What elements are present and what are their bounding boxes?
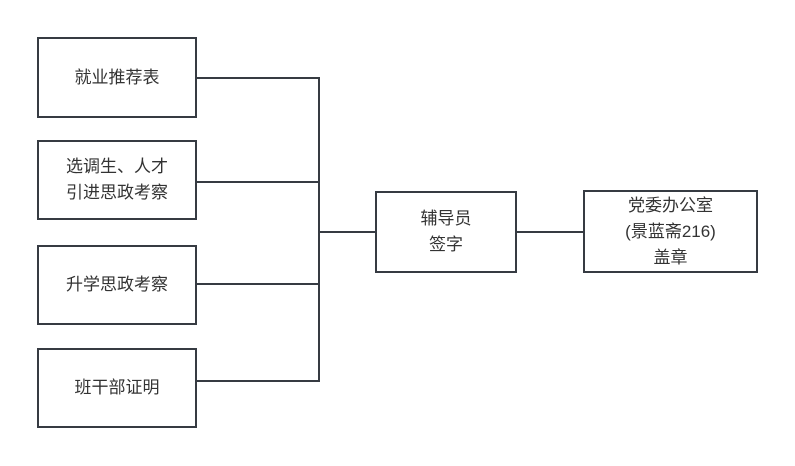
connector-branch-further-study <box>197 283 320 285</box>
connector-trunk-vertical <box>318 77 320 382</box>
flow-node-further-study-review: 升学思政考察 <box>37 245 197 325</box>
node-label-line-2: (景蓝斋216) <box>625 221 716 241</box>
connector-branch-selected-graduates <box>197 181 320 183</box>
flow-node-party-office-seal: 党委办公室 (景蓝斋216) 盖章 <box>583 190 758 273</box>
node-label: 就业推荐表 <box>74 67 160 87</box>
node-label: 班干部证明 <box>74 378 160 397</box>
flow-node-selected-graduates: 选调生、人才 引进思政考察 <box>37 140 197 220</box>
flow-node-counselor-signature: 辅导员 签字 <box>375 191 517 273</box>
node-label-line-2: 引进思政考察 <box>66 183 168 202</box>
connector-counselor-to-party-office <box>517 231 583 233</box>
node-label-line-1: 选调生、人才 <box>66 157 168 176</box>
node-label: 升学思政考察 <box>66 275 168 294</box>
flow-node-class-cadre-proof: 班干部证明 <box>37 348 197 428</box>
connector-branch-class-cadre <box>197 380 320 382</box>
connector-branch-employment-form <box>197 77 320 79</box>
node-label-line-1: 党委办公室 <box>628 195 713 215</box>
node-label-line-3: 盖章 <box>653 247 688 267</box>
node-label-line-2: 签字 <box>429 235 463 254</box>
node-label-line-1: 辅导员 <box>420 209 472 228</box>
flow-node-employment-form: 就业推荐表 <box>37 37 197 118</box>
connector-trunk-to-counselor <box>318 231 375 233</box>
